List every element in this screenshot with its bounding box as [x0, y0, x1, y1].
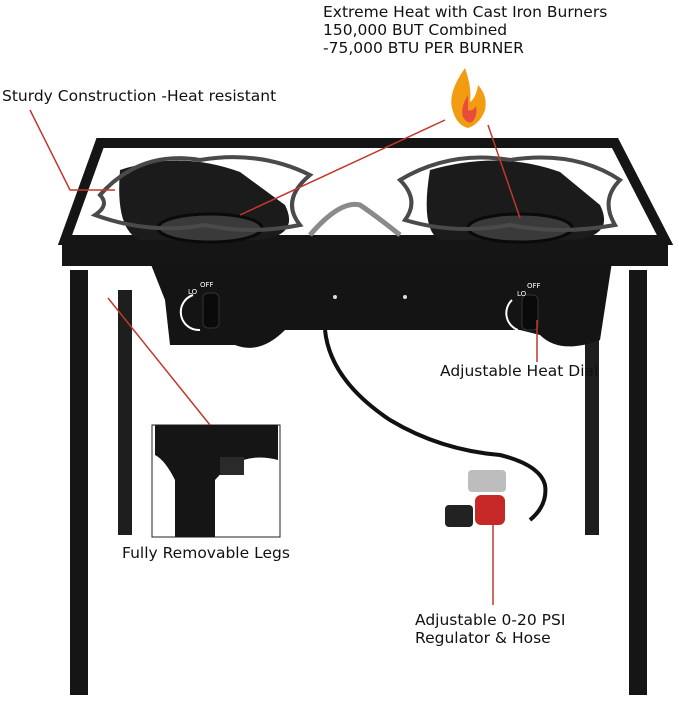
rear-right-leg	[585, 290, 599, 535]
right-knob-arc	[505, 299, 519, 331]
left-knob-off-label: OFF	[200, 281, 214, 289]
front-right-leg	[629, 270, 647, 695]
legs-annotation: Fully Removable Legs	[122, 544, 290, 562]
control-panel	[150, 262, 612, 348]
sturdy-annotation: Sturdy Construction -Heat resistant	[2, 87, 277, 105]
callout-burner-right	[487, 124, 521, 219]
callout-burner-left	[239, 119, 446, 216]
panel-screw	[333, 295, 337, 299]
regulator-body	[468, 470, 506, 492]
annotation-line: -75,000 BTU PER BURNER	[323, 38, 524, 57]
annotation-line: Extreme Heat with Cast Iron Burners	[323, 3, 608, 21]
panel-screw	[403, 295, 407, 299]
gas-manifold	[308, 201, 402, 237]
annotation-line: Adjustable 0-20 PSI	[415, 611, 566, 629]
callout-sturdy	[29, 109, 115, 191]
right-grate	[396, 155, 624, 232]
left-knob	[202, 292, 220, 329]
right-knob	[521, 294, 539, 331]
annotation-line: Regulator & Hose	[415, 628, 551, 647]
left-knob-arc	[179, 294, 201, 332]
front-left-leg	[70, 270, 88, 695]
burner-heat-annotation: Extreme Heat with Cast Iron Burners 150,…	[323, 3, 608, 57]
frame-apron	[62, 236, 668, 266]
right-knob-lo-label: LO	[517, 290, 527, 298]
annotation-line: 150,000 BUT Combined	[323, 20, 508, 39]
rear-left-leg	[118, 290, 132, 535]
regulator-annotation: Adjustable 0-20 PSI Regulator & Hose	[415, 611, 566, 648]
legs-inset-clip	[220, 457, 244, 475]
legs-inset-photo	[155, 425, 278, 537]
left-knob-lo-label: LO	[188, 288, 198, 296]
regulator-connector	[445, 505, 473, 527]
regulator-dial	[475, 495, 505, 525]
callout-legs	[107, 297, 211, 426]
heat-dial-annotation: Adjustable Heat Dial	[440, 362, 599, 380]
left-grate	[90, 155, 314, 232]
gas-hose	[323, 329, 548, 522]
right-knob-off-label: OFF	[527, 282, 541, 290]
flame-icon	[451, 68, 486, 128]
